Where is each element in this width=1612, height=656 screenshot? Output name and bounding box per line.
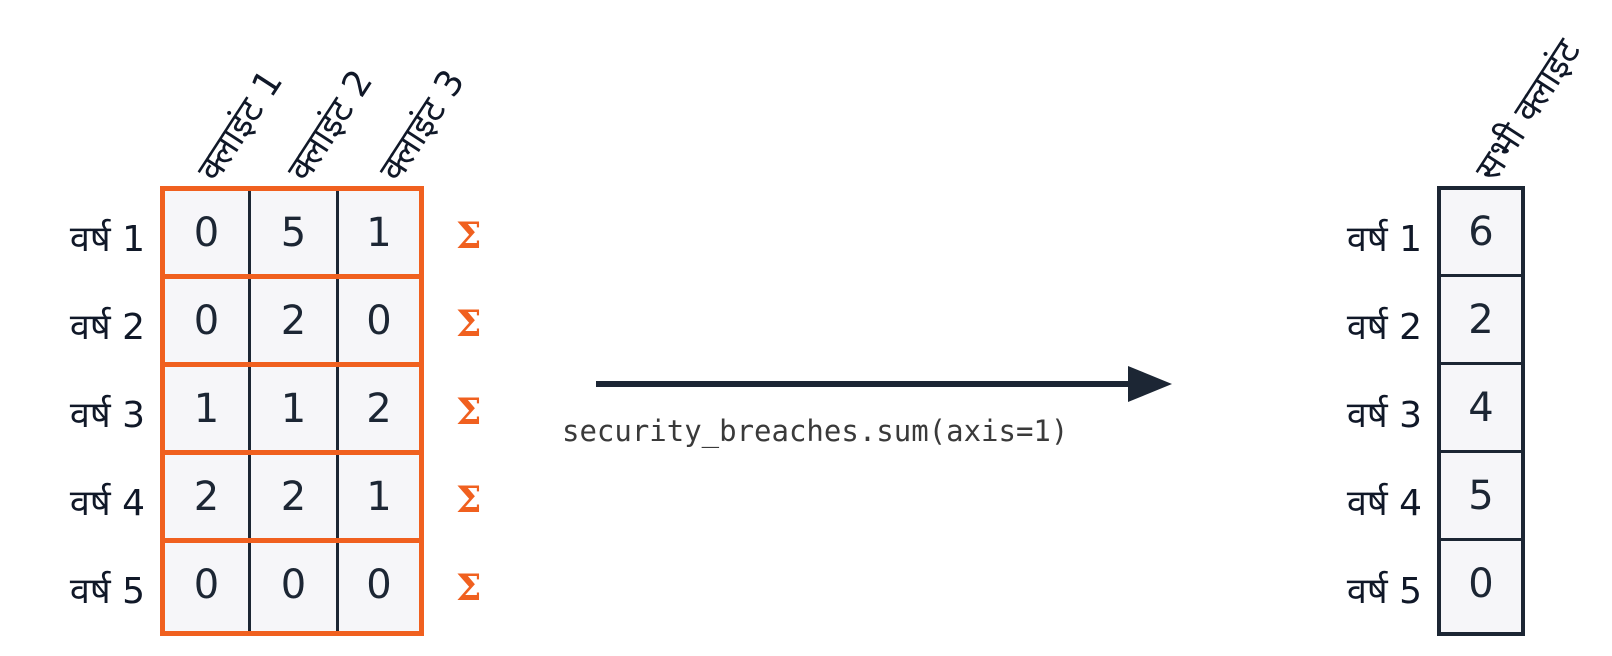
right-row-label: वर्ष 1: [1346, 219, 1422, 260]
col-header-client-2: क्लाइंट 2: [279, 62, 382, 189]
grid-cell: 0: [193, 562, 220, 608]
grid-divider: [165, 274, 419, 279]
grid-cell: 1: [280, 386, 307, 432]
grid-divider: [1441, 362, 1521, 365]
left-row-label: वर्ष 3: [69, 395, 145, 436]
sum-sigma-icon: Σ: [456, 303, 482, 345]
grid-divider: [165, 450, 419, 455]
sum-sigma-icon: Σ: [456, 567, 482, 609]
sum-sigma-icon: Σ: [456, 215, 482, 257]
arrow-right-icon: [1128, 366, 1172, 402]
left-row-label: वर्ष 5: [69, 571, 145, 612]
grid-divider: [1441, 450, 1521, 453]
grid-divider: [1441, 274, 1521, 277]
client-breaches-grid: 0 5 1 0 2 0 1 1 2 2 2 1 0 0 0: [160, 186, 424, 636]
left-row-label: वर्ष 2: [69, 307, 145, 348]
col-header-all-clients: सभी क्लाइंट: [1467, 32, 1589, 189]
grid-divider: [1441, 538, 1521, 541]
grid-divider: [248, 191, 251, 631]
grid-cell: 0: [280, 562, 307, 608]
grid-cell: 0: [366, 562, 392, 608]
grid-cell: 1: [193, 386, 220, 432]
grid-divider: [165, 362, 419, 367]
grid-cell: 0: [193, 210, 220, 256]
grid-cell: 2: [280, 474, 307, 520]
grid-divider: [165, 538, 419, 543]
grid-cell: 2: [280, 298, 307, 344]
grid-divider: [336, 191, 339, 631]
all-clients-sum-grid: 6 2 4 5 0: [1437, 186, 1525, 636]
sum-cell: 2: [1468, 297, 1494, 343]
sum-sigma-icon: Σ: [456, 391, 482, 433]
left-row-label: वर्ष 1: [69, 219, 145, 260]
left-row-label: वर्ष 4: [69, 483, 145, 524]
grid-cell: 2: [193, 474, 220, 520]
sum-cell: 5: [1468, 473, 1494, 519]
right-row-label: वर्ष 4: [1346, 483, 1422, 524]
col-header-client-3: क्लाइंट 3: [371, 62, 474, 189]
operation-code: security_breaches.sum(axis=1): [562, 414, 1069, 448]
sum-sigma-icon: Σ: [456, 479, 482, 521]
arrow-line: [596, 381, 1136, 387]
col-header-client-1: क्लाइंट 1: [189, 62, 292, 189]
sum-cell: 0: [1468, 561, 1494, 607]
grid-cell: 2: [366, 386, 392, 432]
grid-cell: 0: [366, 298, 392, 344]
right-row-label: वर्ष 5: [1346, 571, 1422, 612]
sum-cell: 4: [1468, 385, 1494, 431]
sum-cell: 6: [1468, 209, 1494, 255]
grid-cell: 1: [366, 210, 392, 256]
grid-cell: 0: [193, 298, 220, 344]
right-row-label: वर्ष 3: [1346, 395, 1422, 436]
grid-cell: 5: [280, 210, 307, 256]
grid-cell: 1: [366, 474, 392, 520]
right-row-label: वर्ष 2: [1346, 307, 1422, 348]
